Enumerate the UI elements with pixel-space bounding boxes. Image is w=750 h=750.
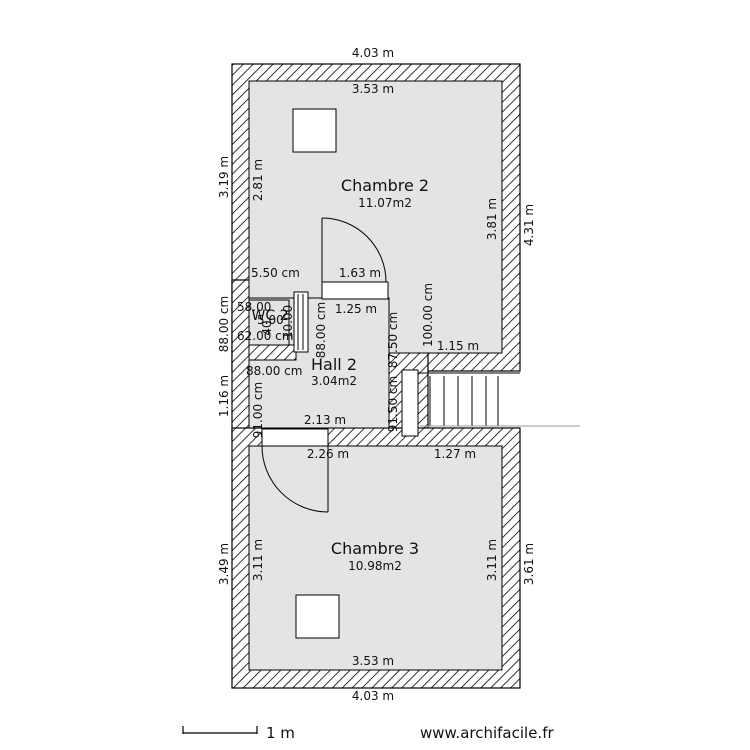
chambre3-name: Chambre 3 [331,539,419,558]
chambre2-area: 11.07m2 [358,196,412,210]
hall2-area: 3.04m2 [311,374,357,388]
dim-hall-inner-left-low: 91.00 cm [251,382,265,438]
dim-top-inner: 3.53 m [352,82,394,96]
dim-hall-right-a: 100.00 cm [421,283,435,347]
dim-ch3-right-outer: 3.61 m [522,543,536,585]
ch3-door-gap [261,428,329,447]
dim-hall-top: 1.25 m [335,302,377,316]
entry-door-gap [401,369,419,437]
hall2-name: Hall 2 [311,355,357,374]
dim-ch3-top-left: 2.26 m [307,447,349,461]
dim-ch2-right-inner: 3.81 m [485,198,499,240]
dim-hall-right-c: 91.50 cm [386,376,400,432]
scale-label: 1 m [266,724,295,742]
wc-door-frame [293,291,309,353]
furniture-square-ch3 [295,594,340,639]
dim-wc-w1: 58.00 [237,300,271,314]
dim-hall-left-a: 88.00 cm [217,296,231,352]
ch2-door-gap [321,281,389,300]
dim-hall-inner-left: 88.00 cm [314,302,328,358]
dim-ch2-door: 1.63 m [339,266,381,280]
dim-ch2-bottom-right: 1.15 m [437,339,479,353]
dim-hall-right-b: 87.50 cm [386,312,400,368]
dim-ch3-right-inner: 3.11 m [485,539,499,581]
dim-wc-v2: 40 [260,320,274,335]
horizontal-dimensions: 4.03 m 3.53 m 5.50 cm 1.63 m 1.25 m 1.15… [237,46,479,703]
chambre2-name: Chambre 2 [341,176,429,195]
chambre3-floor [248,445,503,671]
chambre3-area: 10.98m2 [348,559,402,573]
dim-ch2-left-outer: 3.19 m [217,156,231,198]
dim-ch2-left-inner: 2.81 m [251,159,265,201]
steps [417,372,580,427]
door-swings [261,217,387,513]
watermark: www.archifacile.fr [420,724,554,742]
wc-partition [248,344,297,361]
dim-hall-bottom-inner: 88.00 cm [246,364,302,378]
dim-ch3-top-right: 1.27 m [434,447,476,461]
dim-ch3-left-outer: 3.49 m [217,543,231,585]
dim-ch2-bottom-left: 5.50 cm [251,266,300,280]
scale-bar: 1 m [182,724,295,742]
dim-top-outer: 4.03 m [352,46,394,60]
dim-bottom-inner: 3.53 m [352,654,394,668]
wc-floor [248,299,290,346]
dim-wc-v: 10.00 [281,305,295,339]
dim-ch3-left-inner: 3.11 m [251,539,265,581]
dim-ch2-right-outer: 4.31 m [522,204,536,246]
vertical-dimensions: 3.19 m 2.81 m 3.81 m 4.31 m 88.00 cm 1.1… [217,156,536,585]
dim-bottom-outer: 4.03 m [352,689,394,703]
furniture-square-ch2 [292,108,337,153]
dim-hall-bottom: 2.13 m [304,413,346,427]
dim-wc-w3: 5.00 [257,313,284,327]
dim-wc-w2: 62.00 cm [237,329,293,343]
wc-name: WC 2 [252,308,289,324]
dim-hall-left-b: 1.16 m [217,375,231,417]
